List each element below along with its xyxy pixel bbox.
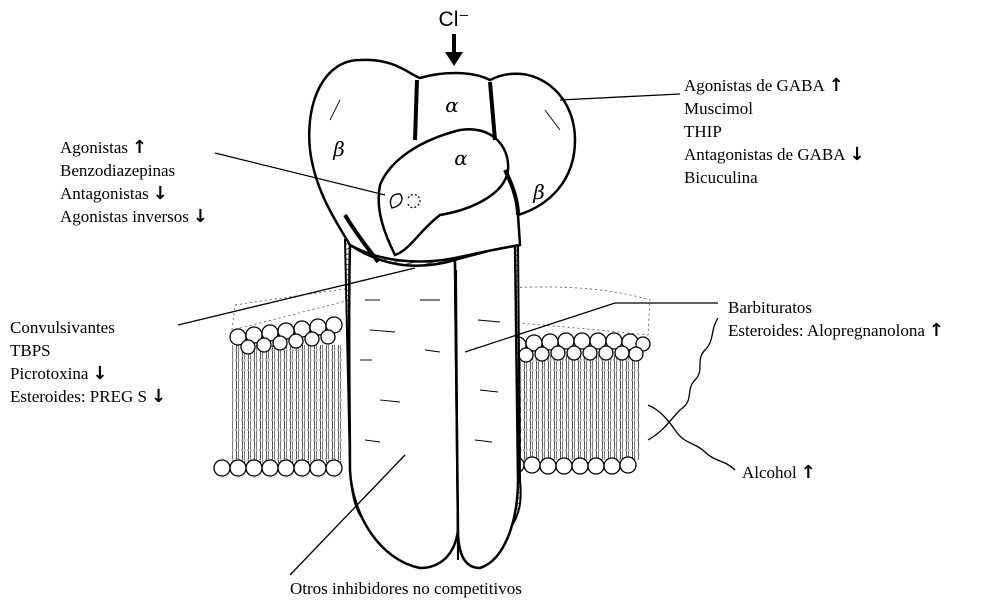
label-antagonistas-gaba: Antagonistas de GABA↓ xyxy=(684,143,865,166)
label-otros-inhibidores: Otros inhibidores no competitivos xyxy=(290,577,522,600)
arrow-up-icon: ↑ xyxy=(929,320,944,341)
arrow-up-icon: ↑ xyxy=(801,462,816,483)
beta-subunit-label-right: β xyxy=(532,180,545,204)
chloride-flow-arrow xyxy=(445,34,463,66)
label-alcohol: Alcohol↑ xyxy=(742,461,816,484)
arrow-down-icon: ↓ xyxy=(193,206,208,227)
arrow-down-icon: ↓ xyxy=(151,386,166,407)
alpha-subunit-label-front: α xyxy=(454,146,468,170)
barbiturate-site-labels: Barbituratos Esteroides: Alopregnanolona… xyxy=(728,296,944,342)
beta-subunit-label-left: β xyxy=(332,137,345,161)
gaba-site-labels: Agonistas de GABA↑ Muscimol THIP Antagon… xyxy=(684,74,865,189)
label-benzodiazepinas: Benzodiazepinas xyxy=(60,159,208,182)
label-thip: THIP xyxy=(684,120,865,143)
benzodiazepine-site-labels: Agonistas↑ Benzodiazepinas Antagonistas↓… xyxy=(60,136,208,228)
leader-gaba xyxy=(560,94,680,100)
arrow-down-icon: ↓ xyxy=(153,183,168,204)
label-esteroides-preg-s: Esteroides: PREG S↓ xyxy=(10,385,166,408)
label-picrotoxina: Picrotoxina↓ xyxy=(10,362,166,385)
arrow-up-icon: ↑ xyxy=(829,75,844,96)
arrow-up-icon: ↑ xyxy=(132,137,147,158)
alcohol-site-labels: Alcohol↑ xyxy=(742,461,816,484)
label-bicuculina: Bicuculina xyxy=(684,166,865,189)
chloride-ion-label: Cl⁻ xyxy=(439,8,470,31)
label-tbps: TBPS xyxy=(10,339,166,362)
membrane-left xyxy=(214,317,342,476)
alpha-subunit-label-top: α xyxy=(445,93,459,117)
receptor-channel xyxy=(309,60,575,568)
label-barbituratos: Barbituratos xyxy=(728,296,944,319)
label-agonistas: Agonistas↑ xyxy=(60,136,208,159)
label-agonistas-inversos: Agonistas inversos↓ xyxy=(60,205,208,228)
arrow-down-icon: ↓ xyxy=(849,144,864,165)
wavy-leader-alcohol xyxy=(648,405,735,470)
membrane-right xyxy=(508,333,650,474)
label-esteroides-alopregnanolona: Esteroides: Alopregnanolona↑ xyxy=(728,319,944,342)
wavy-leader-steroid xyxy=(648,318,718,440)
label-muscimol: Muscimol xyxy=(684,97,865,120)
convulsant-site-labels: Convulsivantes TBPS Picrotoxina↓ Esteroi… xyxy=(10,316,166,408)
label-antagonistas: Antagonistas↓ xyxy=(60,182,208,205)
label-agonistas-gaba: Agonistas de GABA↑ xyxy=(684,74,865,97)
arrow-down-icon: ↓ xyxy=(92,363,107,384)
label-convulsivantes: Convulsivantes xyxy=(10,316,166,339)
noncompetitive-site-labels: Otros inhibidores no competitivos xyxy=(290,577,522,600)
